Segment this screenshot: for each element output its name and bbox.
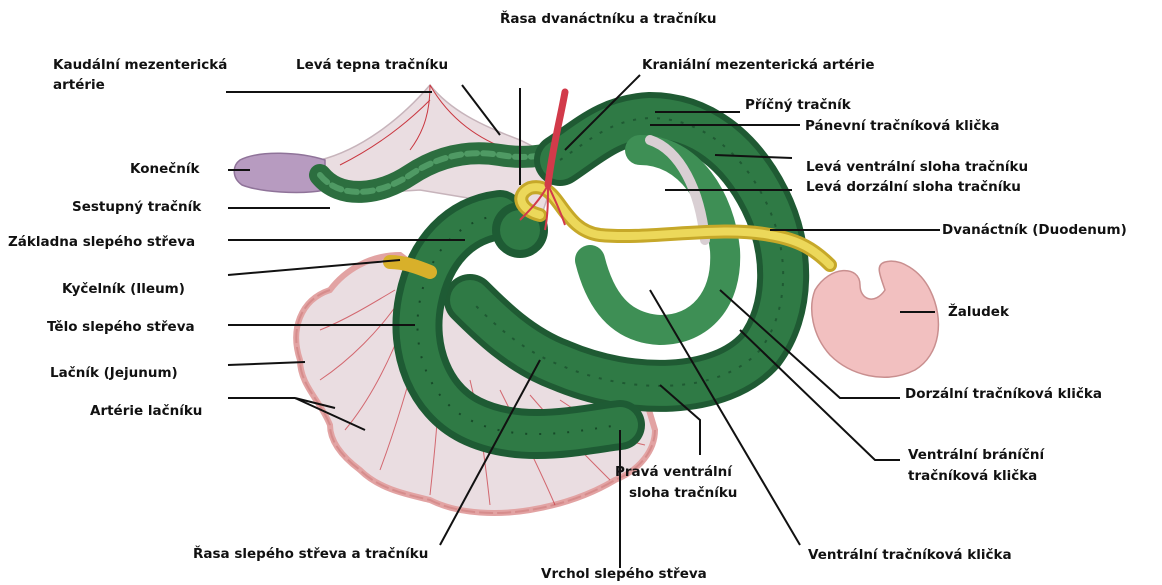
label-panevni-klicka: Pánevní tračníková klička	[805, 117, 999, 135]
label-dorzalni-klicka: Dorzální tračníková klička	[905, 385, 1102, 403]
label-rasa-slepeho: Řasa slepého střeva a tračníku	[193, 545, 428, 563]
label-zaludek: Žaludek	[948, 303, 1009, 321]
label-leva-dorzalni: Levá dorzální sloha tračníku	[806, 178, 1021, 196]
stomach	[812, 261, 939, 377]
label-ventralni-branicni: Ventrální bráníční	[908, 446, 1044, 464]
label-lacnik: Lačník (Jejunum)	[50, 364, 178, 382]
label-dvanactnik: Dvanáctník (Duodenum)	[942, 221, 1127, 239]
label-arterie-lacniku: Artérie lačníku	[90, 402, 202, 420]
label-kycelnik: Kyčelník (Ileum)	[62, 280, 185, 298]
label-prava-ventralni-2: sloha tračníku	[629, 484, 737, 502]
label-kranialni-mezentericka: Kraniální mezenterická artérie	[642, 56, 875, 74]
label-ventralni-branicni-2: tračníková klička	[908, 467, 1037, 485]
label-kaudalni-arterie: artérie	[53, 76, 105, 94]
label-rasa-dvanactniku: Řasa dvanáctníku a tračníku	[500, 10, 717, 28]
label-zakladna: Základna slepého střeva	[8, 233, 195, 251]
label-konecnik: Konečník	[130, 160, 199, 178]
label-prava-ventralni: Pravá ventrální	[615, 463, 732, 481]
label-telo: Tělo slepého střeva	[47, 318, 195, 336]
label-vrchol: Vrchol slepého střeva	[541, 565, 707, 583]
label-kaudalni-mezentericka: Kaudální mezenterická	[53, 56, 227, 74]
label-leva-tepna: Levá tepna tračníku	[296, 56, 448, 74]
label-sestupny: Sestupný tračník	[72, 198, 201, 216]
label-ventralni-klicka: Ventrální tračníková klička	[808, 546, 1012, 564]
label-pricny-tracnik: Příčný tračník	[745, 96, 851, 114]
label-leva-ventralni: Levá ventrální sloha tračníku	[806, 158, 1028, 176]
